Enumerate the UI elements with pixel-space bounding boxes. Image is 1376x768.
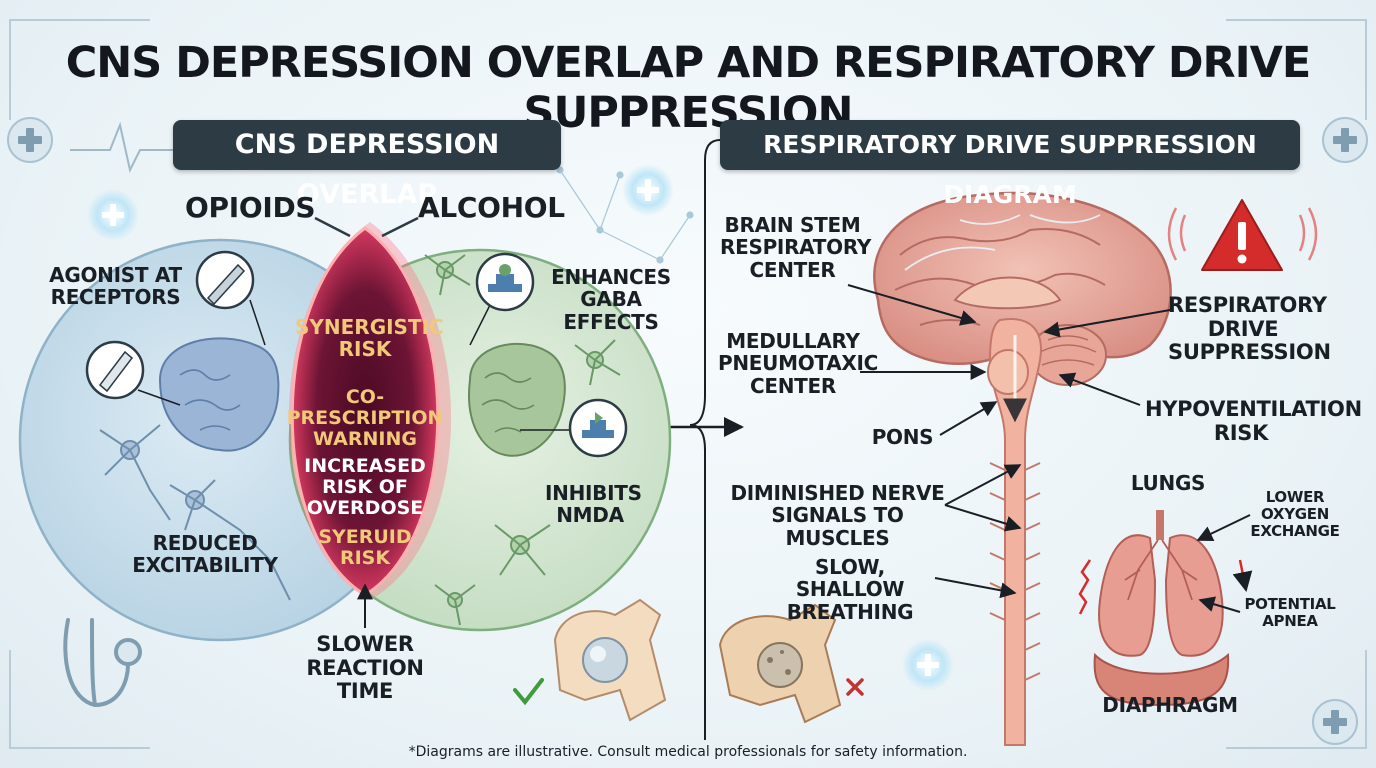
glowing-cross-icon — [902, 639, 954, 691]
warning-triangle-icon — [1167, 199, 1318, 271]
right-panel-heading: RESPIRATORY DRIVE SUPPRESSION DIAGRAM — [720, 120, 1300, 209]
inhibits-nmda-label: INHIBITS NMDA — [545, 481, 642, 528]
medical-cross-icon — [7, 117, 53, 163]
neuron-icon — [434, 584, 476, 626]
network-decoration — [556, 166, 694, 264]
respiratory-suppression-label: RESPIRATORY DRIVE SUPPRESSION — [1168, 293, 1331, 365]
footnote: *Diagrams are illustrative. Consult medi… — [408, 744, 968, 760]
increased-risk-text: INCREASED RISK OF OVERDOSE — [304, 455, 426, 519]
neuron-icon — [494, 524, 551, 576]
syeruid-risk-text: SYERUID RISK — [318, 526, 412, 569]
page-title: CNS DEPRESSION OVERLAP AND RESPIRATORY D… — [65, 38, 1312, 138]
stethoscope-icon — [63, 618, 142, 708]
diaphragm-label: DIAPHRAGM — [1102, 693, 1238, 717]
diminished-signals-label: DIMINISHED NERVE SIGNALS TO MUSCLES — [730, 481, 945, 550]
lungs-label: LUNGS — [1130, 471, 1206, 495]
agonist-label: AGONIST AT RECEPTORS — [49, 263, 182, 310]
right-panel-arrows — [847, 284, 1251, 613]
glowing-cross-icon — [622, 164, 674, 216]
reduced-excitability-label: REDUCED EXCITABILITY — [132, 531, 278, 578]
lungs-illustration — [1078, 510, 1253, 707]
opioid-brain-icon — [158, 337, 280, 452]
check-icon — [513, 678, 544, 706]
healthy-joint-icon — [553, 598, 667, 722]
opioids-pointer — [314, 216, 351, 238]
hypoventilation-label: HYPOVENTILATION RISK — [1145, 397, 1362, 445]
panel-divider — [689, 139, 721, 740]
pons-label: PONS — [871, 425, 934, 449]
lower-oxygen-label: LOWER OXYGEN EXCHANGE — [1250, 488, 1340, 540]
medical-cross-icon — [1322, 117, 1368, 163]
damaged-joint-icon — [718, 603, 842, 724]
overlap-lens — [288, 222, 452, 600]
receptor-callout-icon — [520, 398, 628, 458]
medullary-center-label: MEDULLARY PNEUMOTAXIC CENTER — [718, 329, 879, 398]
co-prescription-warning-text: CO-PRESCRIPTION WARNING — [286, 386, 444, 450]
slower-reaction-label: SLOWER REACTION TIME — [306, 632, 424, 704]
frame-decoration — [9, 19, 1367, 749]
alcohol-label: ALCOHOL — [418, 191, 565, 224]
syringe-callout-icon — [195, 250, 266, 346]
enhances-gaba-label: ENHANCES GABA EFFECTS — [551, 265, 671, 334]
left-panel-heading: CNS DEPRESSION OVERLAP — [173, 120, 561, 210]
brain-illustration — [873, 191, 1172, 365]
receptor-callout-icon — [469, 252, 535, 346]
glowing-cross-icon — [87, 189, 139, 241]
potential-apnea-label: POTENTIAL APNEA — [1244, 595, 1336, 630]
brainstem-spinal-cord — [987, 318, 1042, 746]
alcohol-brain-icon — [468, 343, 566, 457]
brainstem-center-label: BRAIN STEM RESPIRATORY CENTER — [720, 213, 872, 282]
slow-breathing-label: SLOW, SHALLOW BREATHING — [786, 555, 914, 624]
cross-mark-icon — [846, 678, 864, 696]
neuron-icon — [574, 339, 621, 386]
synergistic-risk-text: SYNERGISTIC RISK — [295, 315, 444, 361]
neuron-icon — [99, 424, 171, 521]
alcohol-pointer — [381, 216, 419, 238]
neuron-icon — [169, 479, 291, 601]
pill-callout-icon — [85, 340, 181, 406]
medical-cross-icon — [1312, 699, 1358, 745]
neuron-icon — [424, 254, 471, 296]
opioids-label: OPIOIDS — [185, 191, 316, 224]
